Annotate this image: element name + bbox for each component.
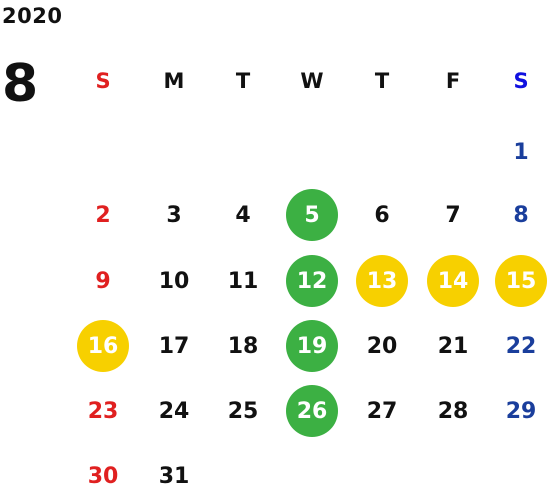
day-cell[interactable]: 19	[286, 320, 338, 372]
day-cell[interactable]: 6	[374, 202, 390, 228]
weekday-header: M	[163, 69, 185, 93]
weekday-header: S	[95, 69, 111, 93]
day-cell[interactable]: 11	[227, 268, 259, 294]
day-cell[interactable]: 27	[366, 398, 398, 424]
month-number: 8	[2, 54, 39, 114]
day-cell[interactable]: 13	[356, 255, 408, 307]
day-cell[interactable]: 30	[87, 463, 119, 489]
day-cell[interactable]: 31	[158, 463, 190, 489]
day-cell[interactable]: 23	[87, 398, 119, 424]
weekday-header: T	[235, 69, 251, 93]
day-cell[interactable]: 20	[366, 333, 398, 359]
day-cell[interactable]: 17	[158, 333, 190, 359]
day-cell[interactable]: 22	[505, 333, 537, 359]
day-cell[interactable]: 18	[227, 333, 259, 359]
day-cell[interactable]: 5	[286, 189, 338, 241]
day-cell[interactable]: 3	[166, 202, 182, 228]
day-cell[interactable]: 28	[437, 398, 469, 424]
day-cell[interactable]: 7	[445, 202, 461, 228]
day-cell[interactable]: 25	[227, 398, 259, 424]
day-cell[interactable]: 8	[513, 202, 529, 228]
day-cell[interactable]: 12	[286, 255, 338, 307]
weekday-header: W	[300, 69, 324, 93]
day-cell[interactable]: 10	[158, 268, 190, 294]
day-cell[interactable]: 4	[235, 202, 251, 228]
day-cell[interactable]: 2	[95, 202, 111, 228]
day-cell[interactable]: 21	[437, 333, 469, 359]
day-cell[interactable]: 1	[513, 139, 529, 165]
day-cell[interactable]: 26	[286, 385, 338, 437]
weekday-header: F	[445, 69, 461, 93]
weekday-header: S	[513, 69, 529, 93]
day-cell[interactable]: 14	[427, 255, 479, 307]
day-cell[interactable]: 9	[95, 268, 111, 294]
day-cell[interactable]: 24	[158, 398, 190, 424]
year-label: 2020	[2, 4, 63, 28]
day-cell[interactable]: 15	[495, 255, 547, 307]
day-cell[interactable]: 16	[77, 320, 129, 372]
weekday-header: T	[374, 69, 390, 93]
day-cell[interactable]: 29	[505, 398, 537, 424]
